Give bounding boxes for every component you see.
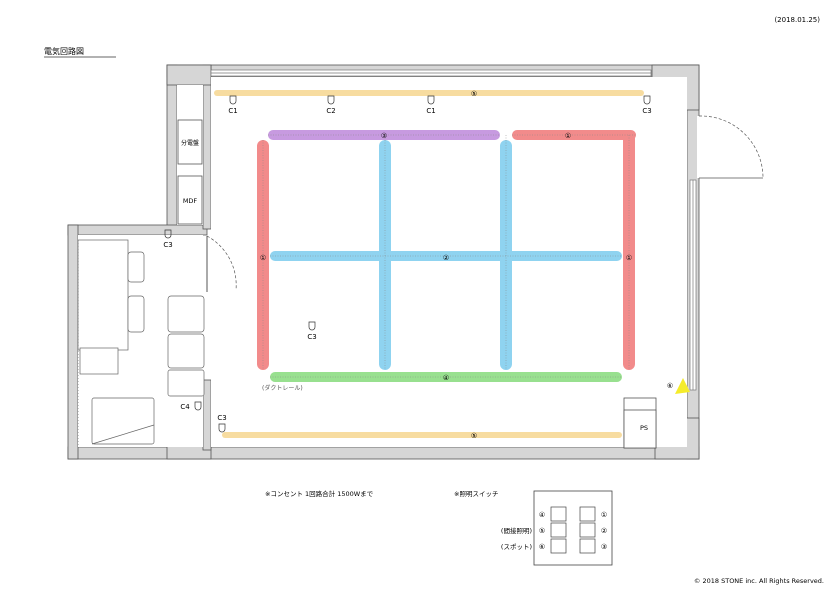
door-inner xyxy=(206,235,237,292)
switch-left-num-0: ④ xyxy=(539,511,545,519)
mdf-box: MDF xyxy=(177,175,203,225)
outlet-label: C1 xyxy=(426,107,435,115)
outlet-label: C3 xyxy=(642,107,651,115)
switch-3[interactable] xyxy=(579,538,596,554)
switch-left-num-2: ⑥ xyxy=(539,543,545,551)
outlet-c3a: C3 xyxy=(642,95,652,115)
window-right xyxy=(689,179,697,391)
outlet-c1b: C1 xyxy=(426,95,436,115)
switch-1[interactable] xyxy=(579,506,596,522)
outlet-c3b: C3 xyxy=(163,229,173,249)
outlet-label: C3 xyxy=(163,241,172,249)
outlet-c2: C2 xyxy=(326,95,336,115)
outlet-c3d: C3 xyxy=(217,414,227,433)
circuit-5-top-num: ⑤ xyxy=(471,90,477,98)
switch-panel: ④ ⑤ ⑥ ① ② ③ (間接照明) (スポット) xyxy=(501,490,613,566)
outlet-icon xyxy=(427,95,435,105)
switch-right-num-1: ② xyxy=(601,527,607,535)
outlet-label: C2 xyxy=(326,107,335,115)
panel-box: 分電盤 xyxy=(177,119,203,165)
switch-left-num-1: ⑤ xyxy=(539,527,545,535)
date-label: (2018.01.25) xyxy=(774,16,820,24)
circuit-4-num: ④ xyxy=(443,374,449,382)
circuit-2-num: ② xyxy=(443,254,449,262)
switch-note: ※照明スイッチ xyxy=(454,490,498,498)
outlet-icon xyxy=(327,95,335,105)
switch-4[interactable] xyxy=(550,506,567,522)
outlet-icon xyxy=(229,95,237,105)
outlet-icon xyxy=(218,423,226,433)
circuit-5-bottom-num: ⑤ xyxy=(471,432,477,440)
outlet-c3c: C3 xyxy=(307,321,317,341)
duct-rail-label: (ダクトレール) xyxy=(262,384,303,392)
switch-label-spot: (スポット) xyxy=(501,543,532,551)
outlet-label: C3 xyxy=(307,333,316,341)
circuit-1-top-num: ① xyxy=(565,132,571,140)
switch-right-num-2: ③ xyxy=(601,543,607,551)
door-right xyxy=(697,115,764,179)
outlet-note: ※コンセント 1回路合計 1500Wまで xyxy=(265,489,374,498)
outlet-c1a: C1 xyxy=(228,95,238,115)
circuit-6-num: ⑥ xyxy=(667,382,673,390)
ps-box: PS xyxy=(623,397,657,449)
outlet-icon xyxy=(308,321,316,331)
outlet-icon xyxy=(164,229,172,239)
switch-label-indirect: (間接照明) xyxy=(501,526,532,535)
panel-label: 分電盤 xyxy=(181,139,199,147)
switch-6[interactable] xyxy=(550,538,567,554)
window-top xyxy=(210,69,652,77)
circuit-5: ⑤ ⑤ xyxy=(214,90,644,440)
outlet-icon xyxy=(643,95,651,105)
circuit-6-marker: ⑥ xyxy=(667,378,690,394)
switch-2[interactable] xyxy=(579,522,596,538)
ps-label: PS xyxy=(640,424,648,432)
page-title: 電気回路図 xyxy=(44,46,84,56)
annex-furniture xyxy=(77,239,205,446)
circuit-1-top-track xyxy=(512,130,636,140)
circuit-5-top-rail xyxy=(214,90,644,96)
outlet-label: C1 xyxy=(228,107,237,115)
outlet-label: C3 xyxy=(217,414,226,422)
track-centerlines xyxy=(262,134,636,378)
outlet-icon xyxy=(194,401,202,411)
outlet-label: C4 xyxy=(180,403,190,411)
outlet-c4: C4 xyxy=(180,401,202,411)
switch-right-num-0: ① xyxy=(601,511,607,519)
switch-5[interactable] xyxy=(550,522,567,538)
circuit-3-num: ③ xyxy=(381,132,387,140)
circuit-5-bottom-rail xyxy=(222,432,622,438)
mdf-label: MDF xyxy=(183,197,198,205)
copyright: © 2018 STONE inc. All Rights Reserved. xyxy=(694,577,824,585)
